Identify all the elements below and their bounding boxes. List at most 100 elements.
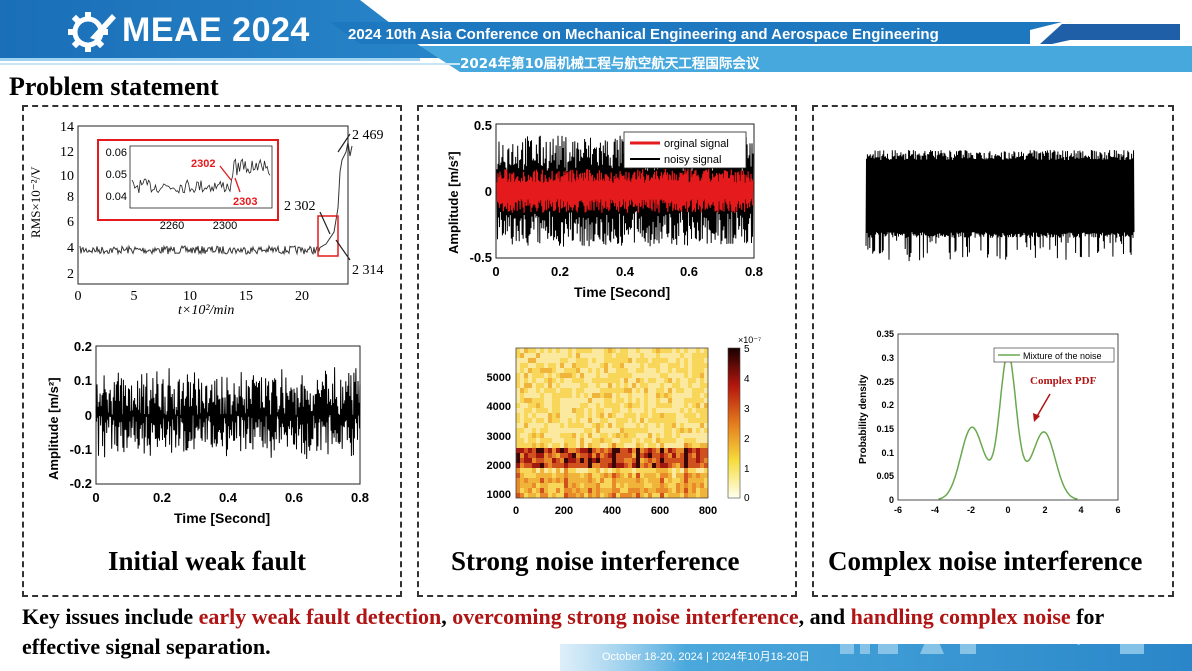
spec-xtick: 200 [555,505,573,517]
colorbar-tick: 5 [744,344,750,355]
logo-text: MEAE 2024 [122,11,310,49]
spec-ytick: 4000 [487,401,511,413]
rms-xtick: 5 [131,289,138,304]
caption-initial-weak-fault: Initial weak fault [108,546,307,576]
noisy-xtick: 0.6 [680,264,698,279]
caption-complex-noise: Complex noise interference [828,546,1143,576]
weak-signal-figure: Amplitude [m/s²] Time [Second] 0 0.2 0.4… [46,339,369,526]
noisy-xtick: 0.4 [616,264,635,279]
rms-annotation: 2 314 [352,263,384,278]
colorbar-tick: 2 [744,434,750,445]
pdf-xtick: 2 [1042,505,1047,515]
pdf-ytick: 0.25 [876,377,894,387]
footer-bar [560,644,1192,671]
colorbar-exponent: ×10⁻⁷ [738,335,761,345]
body-text: , and [798,604,851,629]
panel-weak-fault [22,105,402,597]
weak-ytick: -0.1 [70,442,92,457]
conference-date: October 18-20, 2024 | 2024年10月18-20日 [602,651,810,663]
body-text: for effective signal separation. [22,604,1104,659]
weak-ytick: 0.2 [74,339,92,354]
emphasis-text: early weak fault detection [198,604,442,629]
pdf-annotation: Complex PDF [1030,375,1097,387]
spec-ytick: 5000 [487,372,511,384]
conference-title-en: 2024 10th Asia Conference on Mechanical … [348,26,939,43]
gear-logo-icon [68,12,116,52]
panel-complex-noise [812,105,1174,597]
pdf-ytick: 0.15 [876,424,894,434]
colorbar-tick: 1 [744,464,750,475]
rms-ytick: 4 [67,241,74,256]
pdf-xtick: 0 [1005,505,1010,515]
noisy-xlabel: Time [Second] [574,284,670,300]
inset-ytick: 0.04 [106,191,127,203]
noisy-ytick: 0 [485,184,492,199]
pdf-ytick: 0.05 [876,471,894,481]
noisy-signal-figure: Amplitude [m/s²] Time [Second] 0 0.2 0.4… [446,118,763,300]
spec-xtick: 0 [513,505,519,517]
colorbar-tick: 3 [744,404,750,415]
conference-location: Taicang, China [1044,633,1117,645]
weak-xlabel: Time [Second] [174,510,270,526]
rms-ytick: 8 [67,190,74,205]
inset-mark-2302: 2302 [191,158,215,170]
weak-xtick: 0 [92,490,99,505]
rms-annotation: 2 469 [352,128,384,143]
weak-xtick: 0.8 [351,490,369,505]
header-background [0,0,1192,72]
noisy-ylabel: Amplitude [m/s²] [446,151,461,254]
conference-title-cn: 2024年第10届机械工程与航空航天工程国际会议 [460,56,760,72]
pdf-xtick: -6 [894,505,902,515]
pdf-ylabel: Probability density [858,374,869,464]
weak-ytick: -0.2 [70,476,92,491]
rms-xtick: 20 [295,289,309,304]
complex-noise-waveform [865,149,1135,262]
header-banner: MEAE 2024 2024 10th Asia Conference on M… [0,0,1192,72]
inset-ytick: 0.06 [106,147,127,159]
pdf-xtick: 6 [1115,505,1120,515]
weak-series [95,367,361,460]
pdf-ytick: 0.2 [881,400,894,410]
rms-xtick: 0 [75,289,82,304]
slide-title: Problem statement [9,72,219,101]
inset-xtick: 2260 [160,220,184,232]
rms-ytick: 12 [60,145,74,160]
rms-ytick: 10 [60,169,74,184]
pdf-ytick: 0.1 [881,448,894,458]
weak-xtick: 0.4 [219,490,238,505]
spec-ytick: 3000 [487,431,511,443]
rms-ytick: 14 [60,120,74,135]
pdf-legend [993,347,1115,363]
noisy-ytick: -0.5 [470,250,492,265]
inset-mark-2303: 2303 [233,196,257,208]
legend-original: orginal signal [664,138,729,150]
emphasis-text: overcoming strong noise interference [452,604,799,629]
rms-ylabel: RMS×10⁻²/V [30,166,43,238]
inset-ytick: 0.05 [106,169,127,181]
rms-xlabel: t×10²/min [178,303,234,318]
pdf-xtick: -2 [967,505,975,515]
pdf-xtick: -4 [931,505,939,515]
body-text: Key issues include [22,604,199,629]
noisy-xtick: 0.8 [745,264,763,279]
spec-ytick: 2000 [487,460,511,472]
inset-xtick: 2300 [213,220,237,232]
spec-ytick: 1000 [487,489,511,501]
noisy-ytick: 0.5 [474,118,492,133]
colorbar-tick: 4 [744,374,750,385]
weak-ylabel: Amplitude [m/s²] [46,377,61,480]
spec-xtick: 600 [651,505,669,517]
weak-ytick: 0 [85,408,92,423]
rms-annotation: 2 302 [284,199,316,214]
rms-xtick: 15 [239,289,253,304]
pdf-ytick: 0.35 [876,329,894,339]
noisy-legend [623,131,747,169]
spectrogram-colorbar [727,347,741,499]
spec-xtick: 800 [699,505,717,517]
weak-xtick: 0.6 [285,490,303,505]
spectrogram-figure: 0 200 400 600 800 5000 4000 3000 2000 10… [487,335,762,517]
rms-highlight-box [317,215,339,257]
panel-strong-noise [417,105,797,597]
emphasis-text: handling complex noise [850,604,1071,629]
noisy-xtick: 0 [492,264,499,279]
